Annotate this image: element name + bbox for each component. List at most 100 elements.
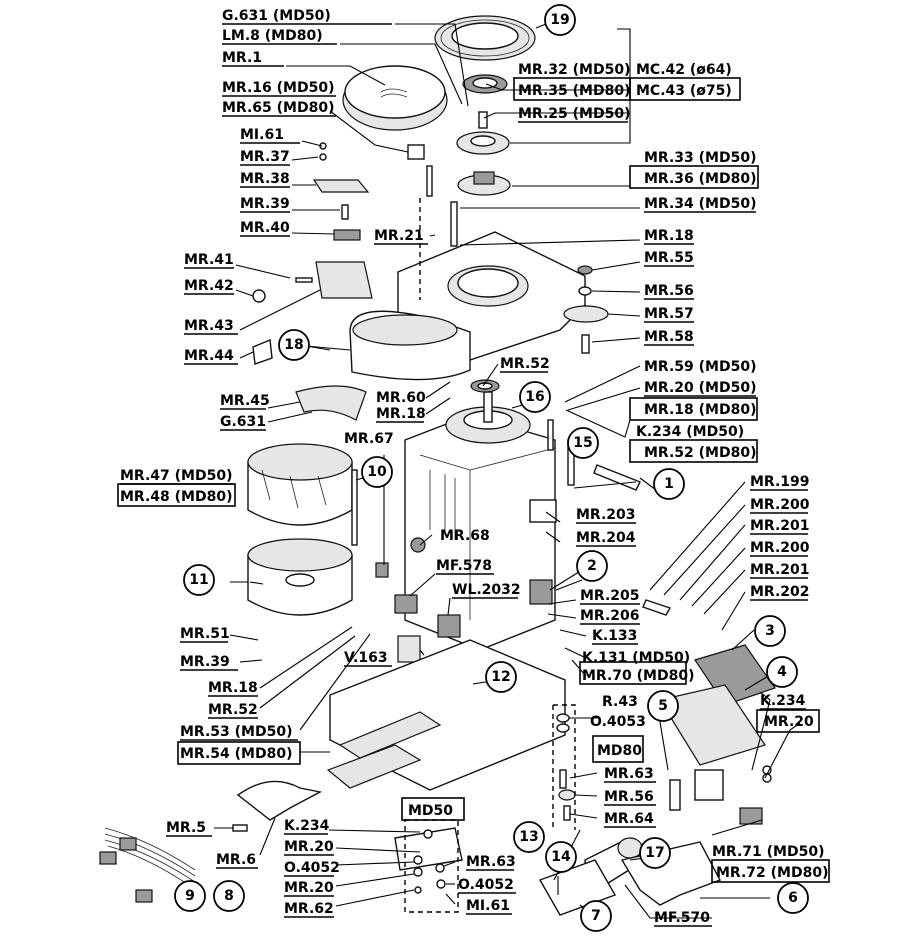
label-mr45: MR.45 (220, 393, 270, 409)
callout-16: 16 (519, 381, 551, 413)
label-mr64: MR.64 (604, 811, 654, 827)
svg-text:8: 8 (224, 888, 234, 904)
label-mr204: MR.204 (576, 530, 636, 546)
label-mr205: MR.205 (580, 588, 640, 604)
label-mr16-md50: MR.16 (MD50) (222, 80, 334, 96)
small-parts-left (252, 142, 373, 365)
label-mr40: MR.40 (240, 220, 290, 236)
label-mr21: MR.21 (374, 228, 424, 244)
label-mc43: MC.43 (ø75) (636, 83, 732, 99)
hardware-stack-bottom (394, 827, 463, 894)
label-mr35-md80: MR.35 (MD80) (518, 83, 630, 99)
label-mr20-bot2: MR.20 (284, 880, 334, 896)
svg-text:17: 17 (645, 845, 664, 861)
housing-top-part (349, 231, 586, 381)
label-mr20-bot1: MR.20 (284, 839, 334, 855)
label-mr42: MR.42 (184, 278, 234, 294)
label-mr200-b: MR.200 (750, 540, 810, 556)
label-mr60: MR.60 (376, 390, 426, 406)
svg-text:1: 1 (664, 476, 674, 492)
label-k234-bot: K.234 (284, 818, 330, 834)
adjuster-stack-part (563, 265, 609, 354)
callout-4: 4 (766, 656, 798, 688)
label-mr41: MR.41 (184, 252, 234, 268)
callout-6: 6 (777, 882, 809, 914)
svg-text:2: 2 (587, 558, 597, 574)
assembly-guide-lines (404, 198, 576, 913)
label-mr55: MR.55 (644, 250, 694, 266)
label-mr58: MR.58 (644, 329, 694, 345)
label-mr56-top: MR.56 (644, 283, 694, 299)
mr18-md80-box (629, 397, 758, 421)
hopper-glass-part (247, 443, 353, 526)
label-mr39-low: MR.39 (180, 654, 230, 670)
label-mr56-right: MR.56 (604, 789, 654, 805)
svg-text:12: 12 (491, 669, 510, 685)
label-mr62: MR.62 (284, 901, 334, 917)
label-mr71-md50: MR.71 (MD50) (712, 844, 824, 860)
label-mr53-md50: MR.53 (MD50) (180, 724, 292, 740)
callouts: 1 2 3 4 5 6 7 8 9 10 11 12 13 14 15 16 1… (174, 4, 809, 932)
label-mi61-bot: MI.61 (466, 898, 510, 914)
label-mr57: MR.57 (644, 306, 694, 322)
svg-text:9: 9 (185, 888, 195, 904)
callout-15: 15 (567, 427, 599, 459)
label-mr59-md50: MR.59 (MD50) (644, 359, 756, 375)
label-mr37: MR.37 (240, 149, 290, 165)
switch-parts (394, 464, 672, 693)
label-k234-right: K.234 (760, 693, 806, 709)
svg-text:7: 7 (591, 908, 601, 924)
label-mr25-md50: MR.25 (MD50) (518, 106, 630, 122)
label-mr43: MR.43 (184, 318, 234, 334)
callout-19: 19 (544, 4, 576, 36)
svg-text:16: 16 (525, 389, 544, 405)
label-mr67: MR.67 (344, 431, 394, 447)
label-v163: V.163 (344, 650, 388, 666)
part-labels: G.631 (MD50) LM.8 (MD80) MR.1 MR.16 (MD5… (120, 8, 828, 926)
mr70-box (579, 661, 687, 685)
label-mr18-mid: MR.18 (376, 406, 426, 422)
svg-text:5: 5 (658, 698, 668, 714)
label-mr39-top: MR.39 (240, 196, 290, 212)
label-mr18-top: MR.18 (644, 228, 694, 244)
label-g631-md50: G.631 (MD50) (222, 8, 331, 24)
label-mr34-md50: MR.34 (MD50) (644, 196, 756, 212)
label-mf570: MF.570 (654, 910, 710, 926)
label-mr202: MR.202 (750, 584, 810, 600)
callout-1: 1 (653, 468, 685, 500)
label-mr1: MR.1 (222, 50, 262, 66)
label-mr20-right: MR.20 (764, 714, 814, 730)
label-mr18-low: MR.18 (208, 680, 258, 696)
label-mr63-right: MR.63 (604, 766, 654, 782)
label-mr52-low: MR.52 (208, 702, 258, 718)
mc43-box (629, 77, 741, 101)
callout-7: 7 (580, 900, 612, 932)
label-mr5: MR.5 (166, 820, 206, 836)
svg-text:3: 3 (765, 623, 775, 639)
callout-13: 13 (513, 821, 545, 853)
motor-body-part (404, 379, 575, 651)
label-mr72-md80: MR.72 (MD80) (716, 865, 828, 881)
md50-box (401, 797, 465, 821)
label-k133: K.133 (592, 628, 637, 644)
svg-text:19: 19 (550, 12, 569, 28)
label-o4052-right: O.4052 (458, 877, 514, 893)
mr54-box (177, 741, 301, 765)
label-lm8-md80: LM.8 (MD80) (222, 28, 323, 44)
label-mr52-mid: MR.52 (500, 356, 550, 372)
svg-text:6: 6 (788, 890, 798, 906)
label-wl2032: WL.2032 (452, 582, 521, 598)
circuit-parts (659, 644, 776, 825)
svg-text:4: 4 (777, 664, 787, 680)
label-mr68: MR.68 (440, 528, 490, 544)
svg-text:14: 14 (551, 849, 571, 865)
mr52-md80-box (629, 439, 758, 463)
label-mr20-md50: MR.20 (MD50) (644, 380, 756, 396)
label-mr65-md80: MR.65 (MD80) (222, 100, 334, 116)
boxes (117, 77, 830, 883)
label-k234-md50: K.234 (MD50) (636, 424, 744, 440)
label-mr38: MR.38 (240, 171, 290, 187)
label-mr200-a: MR.200 (750, 497, 810, 513)
callout-9: 9 (174, 880, 206, 912)
